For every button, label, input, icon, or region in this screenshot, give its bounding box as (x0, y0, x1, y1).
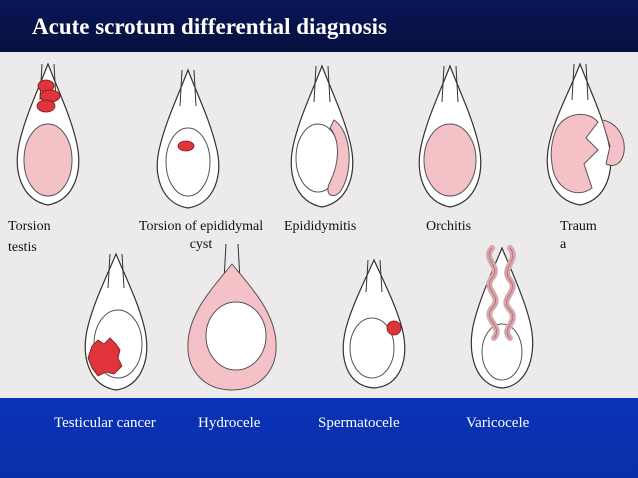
torsion-epididymal-cyst-figure (156, 68, 220, 209)
bottom-label-bar (0, 398, 638, 478)
spermatocele-figure (342, 258, 406, 389)
varicocele-figure (470, 245, 534, 389)
label-torsion-epididymal-cyst: Torsion of epididymal cyst (116, 218, 286, 254)
trauma-figure (546, 62, 625, 206)
label-orchitis-line1: Orchitis (426, 219, 472, 234)
label-hydrocele: Hydrocele (198, 415, 261, 431)
label-torsion-epididymal-cyst-line2: cyst (189, 237, 213, 252)
label-epididymitis: Epididymitis (284, 218, 356, 236)
label-trauma: Traum a (560, 218, 597, 254)
label-torsion-testis-line2: testis (8, 240, 37, 255)
slide-title: Acute scrotum differential diagnosis (32, 14, 387, 39)
hydrocele-figure (187, 243, 277, 391)
label-epididymitis-line1: Epididymitis (284, 219, 357, 234)
title-bar: Acute scrotum differential diagnosis (0, 0, 638, 52)
epididymitis-figure (290, 64, 354, 208)
label-varicocele: Varicocele (466, 415, 530, 431)
label-testicular-cancer: Testicular cancer (54, 415, 156, 431)
orchitis-figure (418, 64, 482, 208)
testicular-cancer-figure (84, 252, 148, 391)
label-trauma-line2: a (560, 237, 567, 252)
label-torsion-testis: Torsion testis (8, 218, 51, 257)
label-orchitis: Orchitis (426, 218, 471, 236)
label-spermatocele: Spermatocele (318, 415, 400, 431)
label-torsion-epididymal-cyst-line1: Torsion of epididymal (138, 219, 264, 234)
label-trauma-line1: Traum (560, 219, 597, 234)
label-torsion-testis-line1: Torsion (8, 219, 51, 234)
torsion-testis-figure (16, 62, 80, 206)
